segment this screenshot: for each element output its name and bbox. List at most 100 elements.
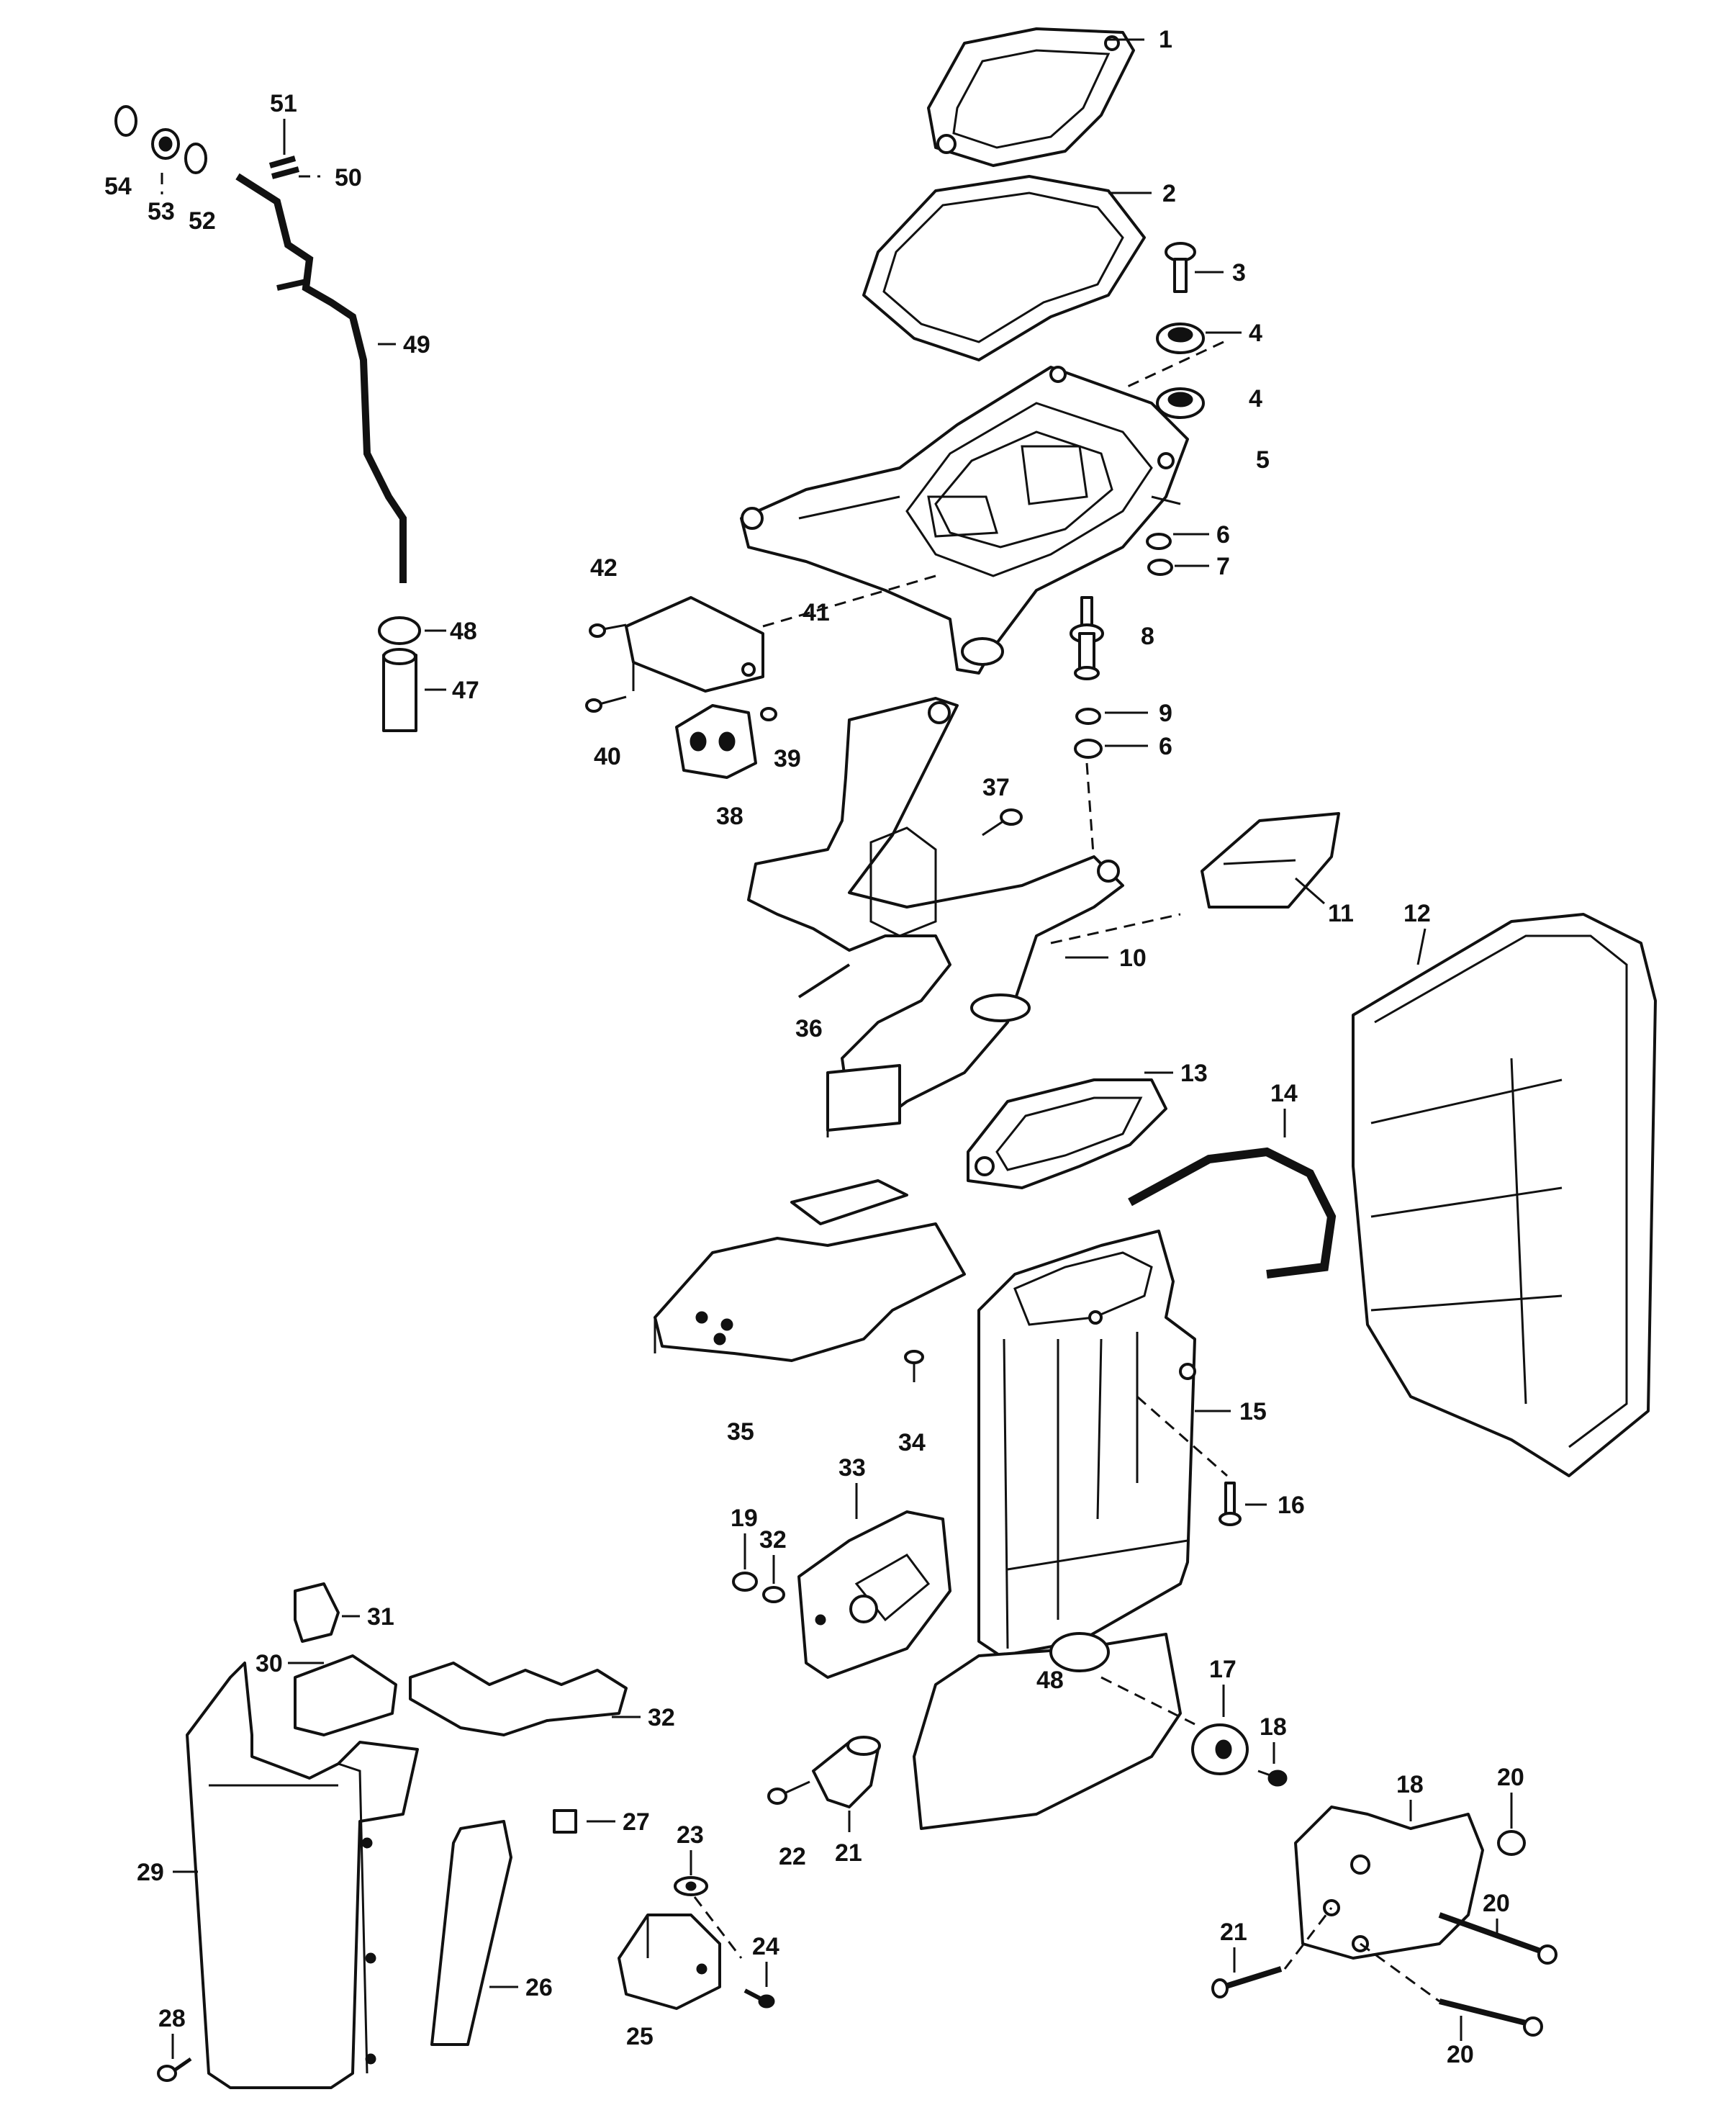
label-49-group: 49 (378, 331, 430, 359)
label-5-group: 5 (1256, 446, 1270, 474)
label-1-group: 1 (1107, 26, 1172, 53)
label-30-group: 27 (587, 1808, 650, 1836)
part-label-6-upper: 6 (1216, 521, 1230, 549)
part-label-25: 22 (779, 1843, 806, 1870)
part-14-water-tube (1128, 1147, 1337, 1279)
part-label-24: 21 (835, 1839, 862, 1867)
label-10-group: 10 (1065, 945, 1147, 972)
label-32-group: 29 (137, 1859, 198, 1886)
part-label-26: 23 (677, 1821, 704, 1849)
part-label-49: 49 (403, 331, 430, 359)
part-18-bolt (1257, 1770, 1288, 1787)
label-28-group: 25 (626, 2023, 654, 2050)
part-23-bolt (1211, 1966, 1283, 1998)
part-4-grommet-lower (1156, 387, 1205, 419)
part-label-12: 12 (1403, 900, 1431, 927)
label-52-group: 52 (189, 207, 216, 235)
part-label-29: 26 (525, 1974, 553, 2001)
part-label-32: 29 (137, 1859, 164, 1886)
part-label-8: 8 (1141, 623, 1154, 650)
label-21-group: 20 (1483, 1890, 1510, 1937)
part-3-bolt (1165, 242, 1196, 293)
label-15-group: 15 (1195, 1398, 1267, 1425)
label-53-group: 53 (148, 173, 175, 225)
part-4-grommet-upper (1156, 323, 1205, 354)
label-24-group: 21 (835, 1811, 862, 1867)
part-30-clip (553, 1809, 577, 1834)
part-label-15: 15 (1239, 1398, 1267, 1425)
part-label-34: 31 (367, 1603, 394, 1631)
part-label-40: 36 (795, 1015, 823, 1042)
label-2-group: 2 (1108, 180, 1176, 207)
part-13-gasket (967, 1078, 1167, 1189)
part-label-31: 28 (158, 2005, 186, 2032)
part-45-mount-bracket (625, 596, 764, 693)
part-label-4-lower: 4 (1249, 385, 1262, 413)
part-54-washer (114, 105, 137, 137)
part-29-plate (430, 1820, 512, 2046)
part-38-screw (904, 1350, 924, 1382)
label-33-group: 30 (256, 1650, 324, 1677)
label-6b-group: 6 (1105, 733, 1172, 760)
part-53-nut (151, 128, 180, 160)
label-39-group: 35 (727, 1418, 754, 1446)
part-label-4-upper: 4 (1249, 320, 1262, 347)
label-36-group: 32 (759, 1526, 787, 1584)
label-54-group: 54 (104, 173, 132, 200)
label-27-group: 24 (752, 1933, 779, 1987)
part-52-washer (184, 143, 207, 174)
part-15-driveshaft-housing (913, 1230, 1196, 1830)
part-label-19: 18 (1396, 1771, 1424, 1798)
label-31-group: 28 (158, 2005, 186, 2059)
label-7-group: 7 (1175, 553, 1230, 580)
part-label-38: 34 (898, 1429, 926, 1456)
part-label-44: 40 (594, 743, 621, 770)
part-label-50: 50 (335, 164, 362, 191)
part-9-washer (1075, 708, 1101, 725)
part-label-36: 32 (759, 1526, 787, 1554)
part-44-screw-lower (585, 695, 627, 713)
part-12-cowl-panel (1352, 913, 1657, 1477)
part-label-11: 11 (1328, 900, 1354, 927)
part-20-nut-left (732, 1572, 758, 1592)
label-48b-group: 48 (1036, 1667, 1064, 1694)
part-26-washer (674, 1876, 708, 1896)
part-8-mount-stud (1070, 596, 1104, 680)
part-36-washer (762, 1586, 785, 1603)
label-41-group: 37 (982, 774, 1010, 801)
part-43-screw (760, 707, 777, 721)
part-label-35: 32 (648, 1704, 675, 1731)
part-33-block (294, 1654, 397, 1736)
part-11-wedge-block (1201, 812, 1340, 909)
part-label-14: 14 (1270, 1080, 1298, 1107)
label-26-group: 23 (677, 1821, 704, 1875)
label-18-group: 18 (1260, 1713, 1287, 1764)
part-20-nut-right (1497, 1830, 1526, 1856)
part-10-swivel-bracket (747, 697, 1181, 1137)
label-29-group: 26 (489, 1974, 553, 2001)
label-47-group: 47 (425, 677, 479, 704)
part-label-6-lower: 6 (1159, 733, 1172, 760)
label-22-group: 20 (1447, 2016, 1474, 2068)
label-19-group: 18 (1396, 1771, 1424, 1821)
label-13-group: 13 (1144, 1060, 1208, 1087)
part-label-37: 33 (838, 1454, 866, 1482)
part-1-adapter-plate (927, 27, 1135, 167)
part-19-lower-bracket (1294, 1806, 1484, 1960)
part-label-33: 30 (256, 1650, 283, 1677)
label-3-group: 3 (1195, 259, 1246, 287)
part-label-27: 24 (752, 1933, 779, 1960)
part-label-51: 51 (270, 90, 297, 117)
part-51-pin (268, 155, 297, 168)
part-39-shift-plate (654, 1179, 966, 1362)
label-46-group: 42 (590, 554, 618, 582)
label-51-group: 51 (270, 90, 297, 155)
label-23-group: 21 (1220, 1919, 1247, 1973)
part-31-screw (157, 2057, 192, 2082)
label-20b-group: 20 (1497, 1764, 1524, 1829)
label-40-group: 36 (795, 1015, 823, 1042)
part-48-nut-upper (378, 616, 421, 645)
part-41-screw (982, 808, 1023, 837)
part-label-9: 9 (1159, 700, 1172, 727)
